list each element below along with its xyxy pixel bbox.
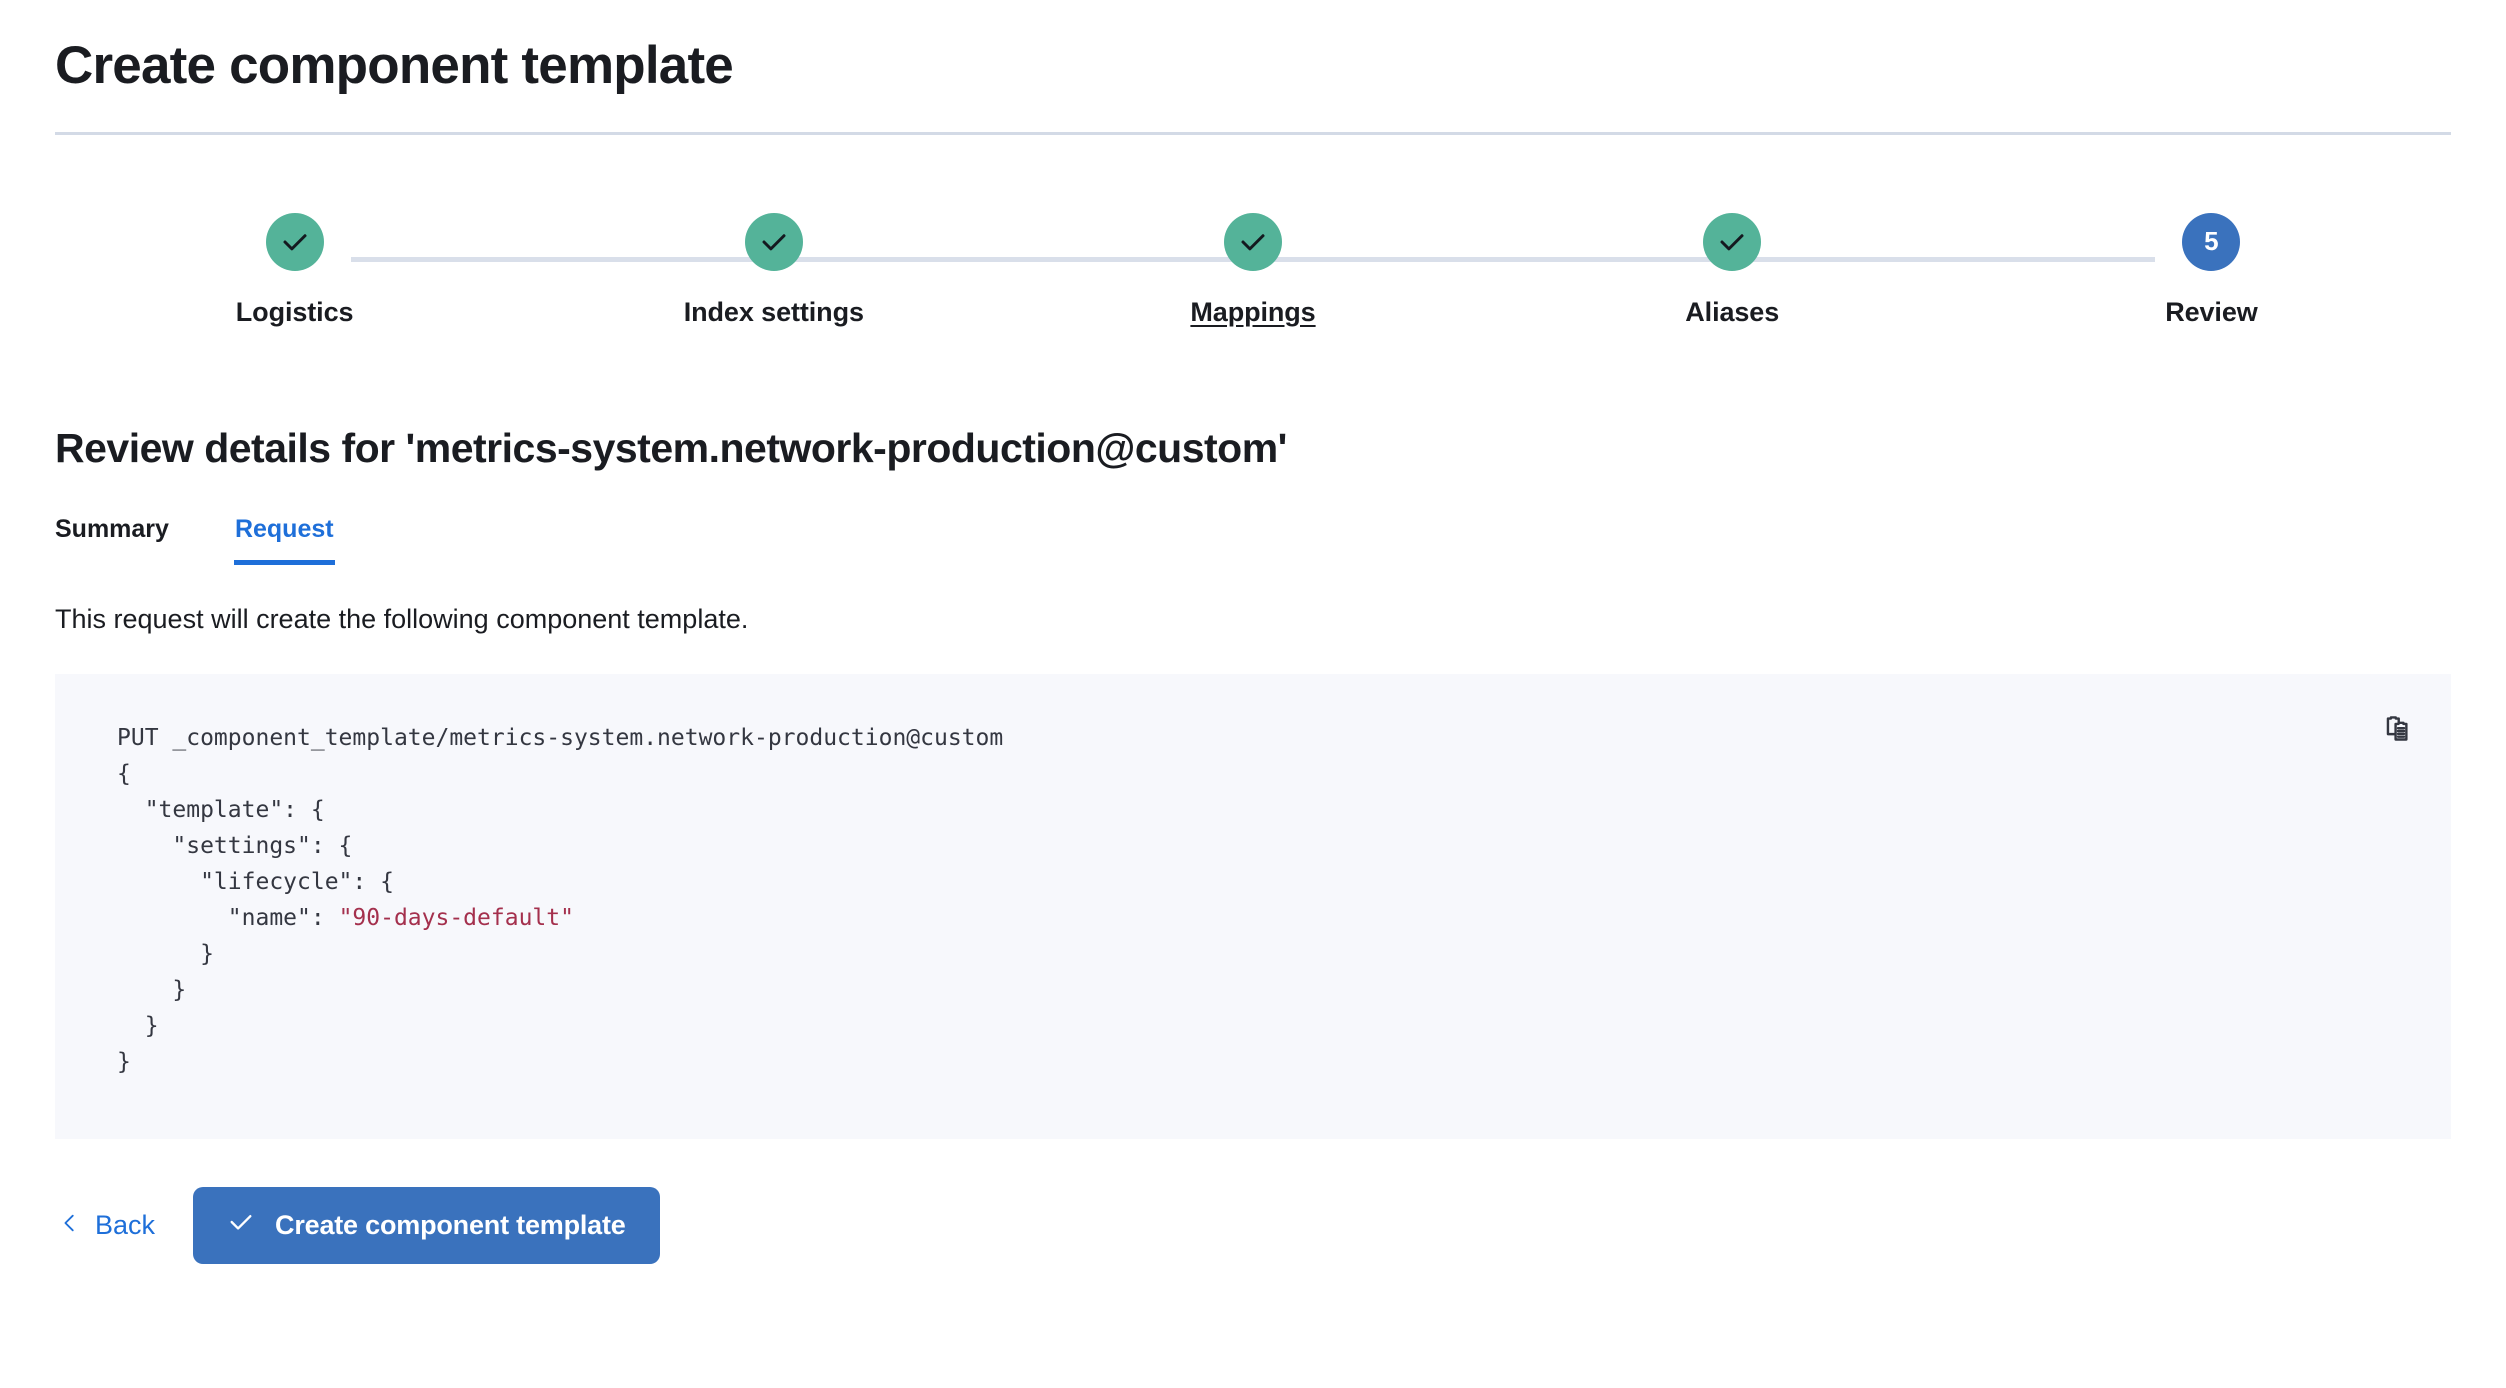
check-icon (1717, 227, 1747, 257)
check-icon (227, 1208, 255, 1243)
code-line-name-value: "90-days-default" (338, 905, 574, 932)
page-title: Create component template (55, 36, 734, 95)
code-line-template: "template": { (117, 797, 325, 824)
code-line-close-3: } (117, 1013, 159, 1040)
create-component-template-button-label: Create component template (275, 1210, 626, 1241)
code-line-close-2: } (117, 977, 187, 1004)
check-icon (280, 227, 310, 257)
chevron-left-icon (59, 1210, 81, 1241)
tab-request[interactable]: Request (233, 515, 352, 565)
back-button[interactable]: Back (55, 1204, 159, 1247)
step-aliases[interactable]: Aliases (1493, 212, 1972, 328)
step-index-settings[interactable]: Index settings (534, 212, 1013, 328)
code-line-method: PUT _component_template/metrics-system.n… (117, 725, 1004, 752)
request-code-block: PUT _component_template/metrics-system.n… (95, 712, 2411, 1080)
clipboard-icon (2382, 714, 2416, 751)
wizard-stepper: Logistics Index settings Mappings (55, 212, 2451, 363)
code-line-close-4: } (117, 1049, 131, 1076)
step-label: Mappings (1190, 296, 1316, 327)
step-indicator-current: 5 (2182, 212, 2241, 271)
tabs-underline (55, 562, 2451, 565)
back-button-label: Back (95, 1210, 156, 1241)
step-logistics[interactable]: Logistics (55, 212, 534, 328)
step-label: Logistics (235, 296, 354, 327)
code-line-name-key: "name": (117, 905, 339, 932)
step-indicator-complete (1703, 212, 1762, 271)
step-label: Index settings (683, 296, 864, 327)
request-description: This request will create the following c… (55, 603, 749, 634)
copy-to-clipboard-button[interactable] (2377, 710, 2421, 754)
step-label: Aliases (1685, 296, 1780, 327)
request-code-panel: PUT _component_template/metrics-system.n… (55, 674, 2451, 1140)
step-indicator-complete (1224, 212, 1282, 271)
stepper-steps: Logistics Index settings Mappings (55, 212, 2451, 328)
code-line-settings: "settings": { (117, 833, 353, 860)
step-mappings[interactable]: Mappings (1013, 212, 1492, 328)
code-line-open-brace: { (117, 761, 131, 788)
check-icon (1238, 227, 1268, 257)
step-review[interactable]: 5 Review (1972, 212, 2451, 328)
review-tabs: Summary Request (55, 515, 2451, 565)
tab-summary[interactable]: Summary (55, 515, 187, 565)
check-icon (759, 227, 789, 257)
code-line-lifecycle: "lifecycle": { (117, 869, 394, 896)
step-label: Review (2165, 296, 2258, 327)
review-heading: Review details for 'metrics-system.netwo… (55, 424, 1287, 471)
code-line-close-1: } (117, 941, 214, 968)
title-divider (55, 131, 2451, 135)
create-component-template-button[interactable]: Create component template (193, 1187, 660, 1265)
step-indicator-complete (744, 212, 803, 271)
step-indicator-complete (265, 212, 324, 271)
wizard-footer: Back Create component template (55, 1187, 2451, 1265)
